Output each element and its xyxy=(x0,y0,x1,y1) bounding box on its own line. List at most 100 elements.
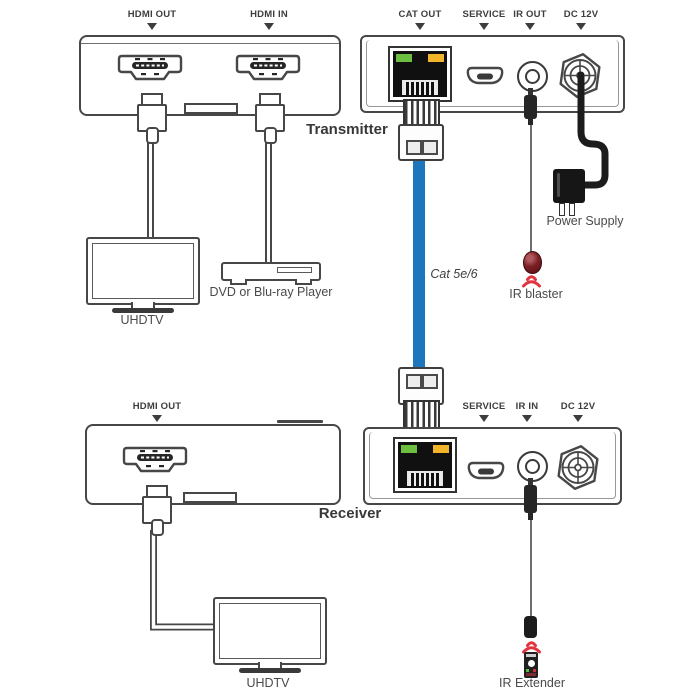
service-port-label: SERVICE xyxy=(462,401,506,412)
dc-power-connector-icon xyxy=(557,445,599,490)
remote-button xyxy=(527,660,535,667)
plug-prong xyxy=(559,203,565,216)
plug-window xyxy=(406,374,422,389)
jack-plug-taper xyxy=(528,118,533,125)
dc-port-label: DC 12V xyxy=(563,9,599,20)
box-top-ridge xyxy=(277,420,323,423)
rj45-jack xyxy=(398,442,452,488)
jack-hole xyxy=(525,69,540,84)
ir-blaster-wire xyxy=(530,124,532,252)
tv-base xyxy=(239,668,301,673)
rj45-pins xyxy=(402,80,438,95)
hdmi-cable xyxy=(147,139,154,238)
receiver-hdmi-box xyxy=(85,424,341,505)
jack-plug-body xyxy=(524,485,537,513)
uhdtv-label: UHDTV xyxy=(120,313,164,327)
down-arrow-icon xyxy=(147,23,157,30)
hdmi-cable xyxy=(265,139,272,264)
plug-prong xyxy=(569,203,575,216)
ir-in-jack-icon xyxy=(517,451,548,482)
ir-in-port-label: IR IN xyxy=(515,401,539,412)
ir-signal-waves-icon xyxy=(522,275,541,288)
ir-blaster-bulb-icon xyxy=(523,251,542,274)
down-arrow-icon xyxy=(415,23,425,30)
ir-signal-waves-icon xyxy=(522,641,541,654)
cat-cable xyxy=(413,156,425,368)
link-led-green xyxy=(396,54,412,62)
player-foot xyxy=(295,279,312,285)
ir-receiver-head-icon xyxy=(524,616,537,638)
down-arrow-icon xyxy=(522,415,532,422)
down-arrow-icon xyxy=(479,23,489,30)
rj45-plug-icon xyxy=(398,124,444,161)
ir-blaster-label: IR blaster xyxy=(509,287,563,301)
rj45-port-icon xyxy=(388,46,452,102)
box-bottom-notch xyxy=(184,103,238,114)
hdmi-splitter-box xyxy=(79,35,341,116)
rj45-jack xyxy=(393,51,447,97)
rj45-plug-icon xyxy=(398,367,444,405)
power-cable xyxy=(577,71,609,189)
box-lid-line xyxy=(81,43,339,44)
remote-top-band xyxy=(526,654,536,657)
cat-cable-label: Cat 5e/6 xyxy=(430,267,478,281)
jack-plug-tip xyxy=(528,478,533,486)
transmitter-title: Transmitter xyxy=(306,121,388,138)
panel-inner-frame xyxy=(366,40,619,107)
hdmi-port-icon xyxy=(235,54,301,81)
remote-red-key xyxy=(533,669,536,672)
power-supply-label: Power Supply xyxy=(546,214,624,228)
plug-window xyxy=(422,374,438,389)
rj45-pins xyxy=(407,471,443,486)
jack-hole xyxy=(525,459,540,474)
down-arrow-icon xyxy=(264,23,274,30)
ir-out-port-label: IR OUT xyxy=(513,9,547,20)
plug-window xyxy=(422,140,438,155)
ir-extender-wire xyxy=(530,519,532,617)
receiver-title: Receiver xyxy=(318,505,382,522)
power-adapter-icon xyxy=(553,169,585,203)
down-arrow-icon xyxy=(576,23,586,30)
ir-extender-label: IR Extender xyxy=(498,676,566,690)
service-port-label: SERVICE xyxy=(462,9,506,20)
hdmi-plug-strain-relief xyxy=(146,127,159,144)
plug-window xyxy=(406,140,422,155)
adapter-highlight xyxy=(557,173,560,197)
down-arrow-icon xyxy=(573,415,583,422)
cat-out-port-label: CAT OUT xyxy=(398,9,442,20)
disc-tray xyxy=(277,267,312,273)
panel-inner-frame xyxy=(369,432,616,499)
remote-control-icon xyxy=(524,652,538,678)
box-bottom-notch xyxy=(183,492,237,503)
remote-bottom-band xyxy=(526,673,536,676)
tv-screen xyxy=(92,243,194,299)
hdmi-cable xyxy=(150,530,220,631)
hdmi-plug-strain-relief xyxy=(264,127,277,144)
activity-led-yellow xyxy=(428,54,444,62)
down-arrow-icon xyxy=(479,415,489,422)
down-arrow-icon xyxy=(152,415,162,422)
micro-usb-port-icon xyxy=(466,66,504,85)
activity-led-yellow xyxy=(433,445,449,453)
remote-green-key xyxy=(526,669,529,672)
dc-port-label: DC 12V xyxy=(560,401,596,412)
rj45-port-icon xyxy=(393,437,457,493)
micro-usb-port-icon xyxy=(467,461,505,480)
tv-base xyxy=(112,308,174,313)
hdmi-port-icon xyxy=(117,54,183,81)
dvd-player-icon xyxy=(221,262,321,285)
hdmi-out-port-label: HDMI OUT xyxy=(132,401,182,412)
uhdtv-icon xyxy=(86,237,200,313)
hdmi-plug-strain-relief xyxy=(151,519,164,536)
uhdtv-label: UHDTV xyxy=(246,676,290,690)
hdmi-port-icon xyxy=(122,446,188,473)
player-foot xyxy=(230,279,247,285)
ir-out-jack-icon xyxy=(517,61,548,92)
tv-screen xyxy=(219,603,321,659)
jack-plug-body xyxy=(524,95,537,119)
link-led-green xyxy=(401,445,417,453)
jack-plug-taper xyxy=(528,512,533,520)
jack-plug-tip xyxy=(528,88,533,96)
down-arrow-icon xyxy=(525,23,535,30)
